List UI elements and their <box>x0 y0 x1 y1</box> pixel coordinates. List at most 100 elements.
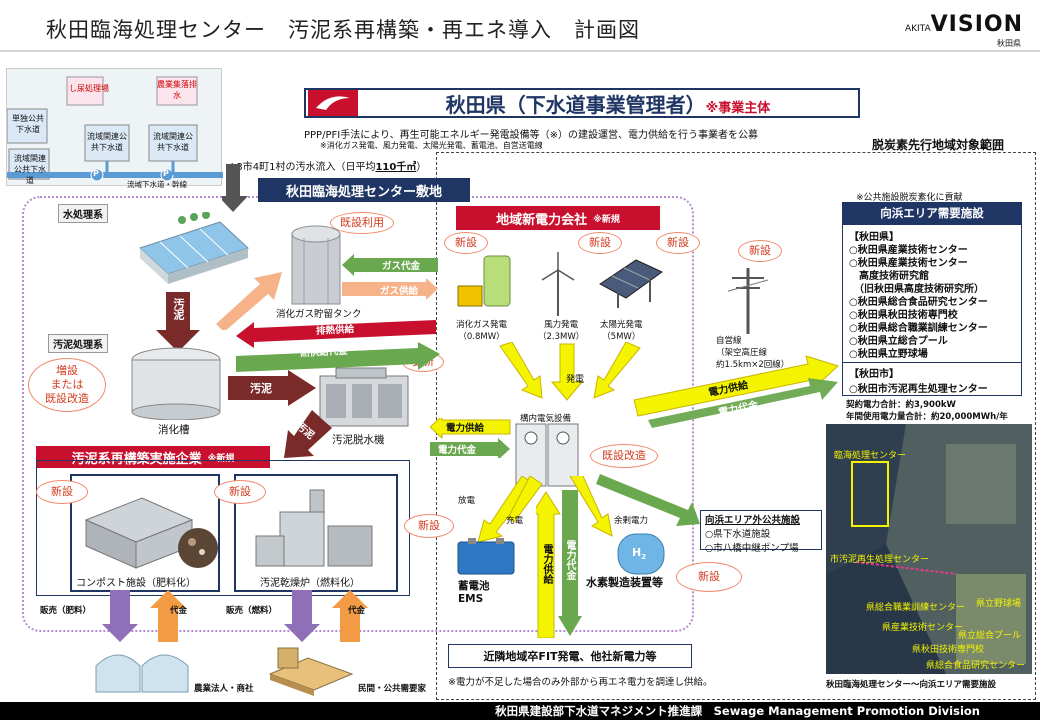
agri-label: 農業法人・商社 <box>194 684 254 694</box>
dryer-sales-arrows <box>284 590 368 642</box>
flow-value: 110千㎥ <box>375 162 417 173</box>
power-company-header: 地域新電力会社※新規 <box>456 206 660 230</box>
site-label: 秋田臨海処理センター敷地 <box>258 178 470 202</box>
prefecture-box: 秋田県（下水道事業管理者）※事業主体 <box>304 88 860 118</box>
sludge-down-label: 汚泥 <box>172 298 185 320</box>
sludge-down-arrow <box>156 292 200 352</box>
outside-power-arrow <box>596 474 700 526</box>
neighbor-power-arrows <box>536 490 582 638</box>
sewer-network-svg <box>6 76 223 182</box>
generation-label: 発電 <box>566 375 585 385</box>
discharge-label: 放電 <box>458 496 476 506</box>
gas-fee-label: ガス代金 <box>382 261 421 272</box>
map-label: 県立野球場 <box>976 599 1022 609</box>
contract-label: 契約電力合計：約3,900kW <box>846 400 956 410</box>
sale-fuel-label: 販売（燃料） <box>226 606 278 616</box>
outside-item: ○市八橋中継ポンプ場 <box>705 543 799 554</box>
agri-drain-label: 農業集落排水 <box>157 80 197 100</box>
switchgear-illustration <box>515 423 579 487</box>
prefecture-title: 秋田県（下水道事業管理者） <box>445 92 706 117</box>
battery-label: 蓄電池 EMS <box>458 580 490 605</box>
dryer-label: 汚泥乾燥炉（燃料化） <box>260 578 360 589</box>
logo-sub: 秋田県 <box>997 39 1021 48</box>
right-power-arrows <box>633 355 839 428</box>
gas-gen-label: 消化ガス発電 （0.8MW） <box>456 320 508 342</box>
sludge-company-note: ※新規 <box>207 453 235 464</box>
flow-prefix: ※3市4町1村の汚水流入（日平均 <box>228 162 376 173</box>
sludge-right-arrow <box>228 370 316 406</box>
greenhouse-illustration <box>95 654 189 693</box>
charge-label: 充電 <box>506 516 524 526</box>
pump-icon: P <box>93 169 99 178</box>
aerial-map: 臨海処理センター 市汚泥再生処理センター 県総合職業訓練センター 県立野球場 県… <box>826 424 1032 674</box>
lower-arrows <box>477 476 613 543</box>
water-label: 水処理系 <box>58 204 108 223</box>
new-gas-gen-pill: 新設 <box>444 232 488 254</box>
demand-item: ○秋田県総合食品研究センター <box>849 297 988 308</box>
new-dryer-pill: 新設 <box>214 480 266 504</box>
gas-generator-illustration <box>457 255 511 307</box>
supply-up-label: 電力供給 <box>541 544 552 584</box>
h2-label: H2 <box>632 546 647 562</box>
price2-label: 代金 <box>348 606 366 616</box>
gas-tank-label: 消化ガス貯留タンク <box>276 309 362 320</box>
dewater-illustration <box>319 367 409 427</box>
prefecture-emblem-icon <box>308 90 358 116</box>
demand-item: ○秋田県産業技術センター <box>849 245 968 256</box>
aerial-map-svg <box>826 424 1032 674</box>
existing-use-pill: 既設利用 <box>330 212 394 234</box>
demand-item: ○秋田県秋田技術専門校 <box>849 310 958 321</box>
gas-supply-label: ガス供給 <box>380 286 419 297</box>
price1-label: 代金 <box>170 606 188 616</box>
gas-tank-illustration <box>291 225 341 305</box>
sludge-company-title: 汚泥系再構築実施企業 <box>71 451 202 467</box>
retrofit-pill: 既設改造 <box>590 444 658 468</box>
title-divider <box>0 50 1040 52</box>
sludge-label: 汚泥処理系 <box>48 334 108 353</box>
map-label: 県総合職業訓練センター <box>866 603 966 613</box>
new-solar-pill: 新設 <box>656 232 700 254</box>
heat-fee-label: 熱供給代金 <box>299 345 348 360</box>
decarb-title: 脱炭素先行地域対象範囲 <box>872 138 1005 152</box>
demand-city-head: 【秋田市】 <box>849 369 899 380</box>
shortage-note: ※電力が不足した場合のみ外部から再エネ電力を調達し供給。 <box>448 677 713 688</box>
heat-supply-label: 排熱供給 <box>315 324 355 337</box>
outside-public-box: 向浜エリア外公共施設 ○県下水道施設 ○市八橋中継ポンプ場 <box>700 510 822 554</box>
prefecture-note: ※事業主体 <box>705 100 771 116</box>
power-supply-left-label: 電力供給 <box>446 423 485 434</box>
sludge-right-label: 汚泥 <box>250 382 272 395</box>
new-battery-pill: 新設 <box>404 514 454 538</box>
map-label: 県産業技術センター <box>882 623 964 633</box>
demand-city-box: 【秋田市】 ○秋田市汚泥再生処理センター <box>842 362 1022 396</box>
private-label: 民間・公共需要家 <box>358 684 427 694</box>
regional-right-label: 流域関連公共下水道 <box>153 132 193 152</box>
digestion-gas-arrow <box>216 272 282 330</box>
neighbor-box: 近隣地域卒FIT発電、他社新電力等 <box>448 644 692 668</box>
footer: 秋田県建設部下水道マネジメント推進課 Sewage Management Pro… <box>0 702 1040 720</box>
surplus-label: 余剰電力 <box>614 516 649 526</box>
demand-item: （旧秋田県高度技術研究所） <box>849 284 984 295</box>
outside-box-title: 向浜エリア外公共施設 <box>705 515 801 526</box>
inflow-arrow <box>222 164 248 212</box>
power-pole-icon <box>728 268 768 334</box>
single-sewer-label: 単独公共下水道 <box>12 114 44 134</box>
demand-item: ○秋田県産業技術センター <box>849 258 968 269</box>
power-fee-left-label: 電力代金 <box>438 445 477 456</box>
generation-arrows <box>499 342 641 401</box>
dryer-illustration <box>255 489 373 567</box>
heat-flow-arrows <box>236 320 440 372</box>
demand-list: 【秋田県】 ○秋田県産業技術センター ○秋田県産業技術センター 高度技術研究館 … <box>849 231 1015 361</box>
annual-label: 年間使用電力量合計：約20,000MWh/年 <box>846 412 1008 422</box>
solar-gen-label: 太陽光発電 （5MW） <box>600 320 643 342</box>
compost-label: コンポスト施設（肥料化） <box>76 578 196 589</box>
sewer-network-diagram: し尿処理場 農業集落排水 単独公共下水道 流域関連公共下水道 流域関連公共下水道… <box>6 68 223 189</box>
gas-flow-arrows <box>342 254 438 300</box>
dewater-label: 汚泥脱水機 <box>332 434 385 446</box>
demand-item: 高度技術研究館 <box>849 271 929 282</box>
akita-vision-logo: AKITAVISION 秋田県 <box>893 10 1033 48</box>
solar-panel-icon <box>599 259 663 308</box>
new-h2-pill: 新設 <box>676 562 742 592</box>
sale-fert-label: 販売（肥料） <box>40 606 92 616</box>
h2-symbol: H <box>632 546 642 559</box>
logo-prefix: AKITA <box>904 24 931 34</box>
